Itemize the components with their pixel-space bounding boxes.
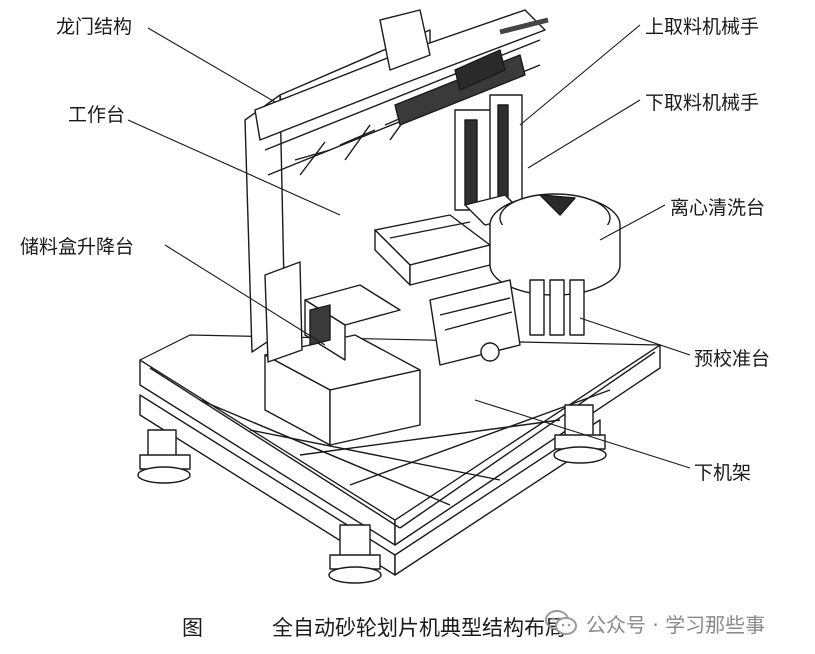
figure-caption-title: 全自动砂轮划片机典型结构布局 [272,616,566,640]
wechat-icon [545,610,577,635]
cleaning-station-drawing [489,193,621,336]
label-lower-manipulator: 下取料机械手 [645,92,760,114]
watermark: 公众号 · 学习那些事 [544,606,765,640]
label-magazine-lift: 储料盒升降台 [20,236,135,258]
label-centrifugal-cleaning: 离心清洗台 [670,197,766,219]
label-worktable: 工作台 [68,104,126,126]
magazine-lift-drawing [264,261,421,446]
watermark-text: 公众号 · 学习那些事 [586,612,766,637]
worktable-drawing [374,214,491,286]
figure-caption-prefix: 图 [182,616,203,640]
gantry-drawing [244,9,549,353]
label-gantry: 龙门结构 [56,16,133,38]
label-pre-alignment: 预校准台 [694,348,771,370]
label-lower-frame: 下机架 [694,462,752,484]
pre-alignment-drawing [429,279,521,366]
manipulators-drawing [454,94,526,226]
leader-lines [127,24,691,469]
label-upper-manipulator: 上取料机械手 [645,16,760,38]
